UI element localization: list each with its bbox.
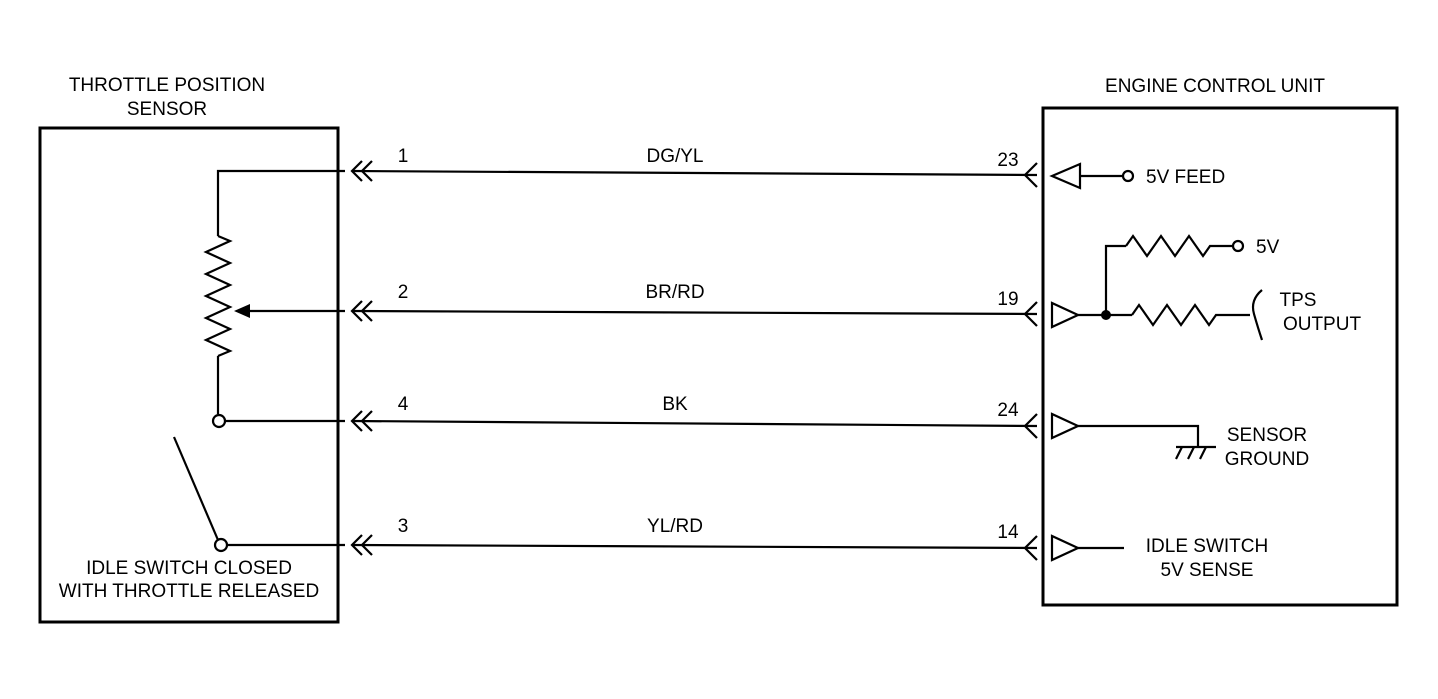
wire-color-label: YL/RD <box>647 516 703 537</box>
tps-output-line2: OUTPUT <box>1283 314 1362 335</box>
idle-sense-buffer-icon <box>1050 534 1081 562</box>
wire-4: 3 YL/RD 14 <box>350 516 1038 561</box>
pullup-label: 5V <box>1256 237 1280 258</box>
pullup-lead <box>1104 244 1126 315</box>
idle-switch-terminal <box>213 537 229 553</box>
idle-note-line2: WITH THROTTLE RELEASED <box>59 581 319 602</box>
ecu-pin-label: 23 <box>997 150 1018 171</box>
tps-title-line2: SENSOR <box>127 99 207 120</box>
idle-switch-blade <box>172 436 220 541</box>
ground-lead <box>1078 424 1200 446</box>
series-resistor <box>1131 303 1250 327</box>
feed-terminal <box>1121 169 1135 183</box>
wire-line <box>351 543 1038 550</box>
wire-line <box>351 419 1038 428</box>
ecu-pin-label: 19 <box>997 289 1018 310</box>
ground-icon <box>1199 446 1207 460</box>
feed-driver-icon <box>1049 162 1082 190</box>
wire-line <box>351 169 1038 177</box>
pullup-resistor <box>1125 234 1232 258</box>
feed-label: 5V FEED <box>1146 167 1225 188</box>
ground-icon <box>1187 446 1195 460</box>
ecu-box <box>1041 106 1399 607</box>
pullup-terminal <box>1231 239 1245 253</box>
wire-color-label: DG/YL <box>646 146 703 167</box>
idle-note-line1: IDLE SWITCH CLOSED <box>86 558 292 579</box>
tps-output-line1: TPS <box>1280 290 1317 311</box>
wire-3: 4 BK 24 <box>350 394 1038 439</box>
idle-sense-line2: 5V SENSE <box>1161 560 1254 581</box>
output-break-icon <box>1251 289 1264 341</box>
ground-buffer-icon <box>1050 412 1081 440</box>
potentiometer-resistor <box>203 234 233 358</box>
ground-icon <box>1175 446 1183 460</box>
sensor-pin-label: 1 <box>398 146 409 167</box>
wiper-arrow <box>234 304 250 318</box>
ecu-title: ENGINE CONTROL UNIT <box>1105 76 1325 97</box>
sensor-ground-line2: GROUND <box>1225 449 1309 470</box>
sensor-pin-label: 4 <box>398 394 409 415</box>
ecu-connector-icon <box>1023 413 1038 439</box>
idle-sense-line1: IDLE SWITCH <box>1146 536 1268 557</box>
sensor-pin-label: 3 <box>398 516 409 537</box>
ecu-connector-icon <box>1023 535 1038 561</box>
wire-line <box>351 309 1038 316</box>
wire-color-label: BR/RD <box>645 282 704 303</box>
sensor-pin-label: 2 <box>398 282 409 303</box>
wire-1: 1 DG/YL 23 <box>350 146 1038 188</box>
ecu-pin-label: 14 <box>997 522 1019 543</box>
wire-2: 2 BR/RD 19 <box>350 282 1038 327</box>
wire-color-label: BK <box>662 394 688 415</box>
pot-top-lead <box>216 169 345 236</box>
tps-input-buffer-icon <box>1050 301 1081 329</box>
ecu-connector-icon <box>1023 162 1038 188</box>
sensor-ground-line1: SENSOR <box>1227 425 1307 446</box>
pot-terminal <box>211 413 227 429</box>
ecu-pin-label: 24 <box>997 400 1019 421</box>
ecu-connector-icon <box>1023 301 1038 327</box>
tps-title-line1: THROTTLE POSITION <box>69 75 265 96</box>
tps-box <box>38 126 340 624</box>
